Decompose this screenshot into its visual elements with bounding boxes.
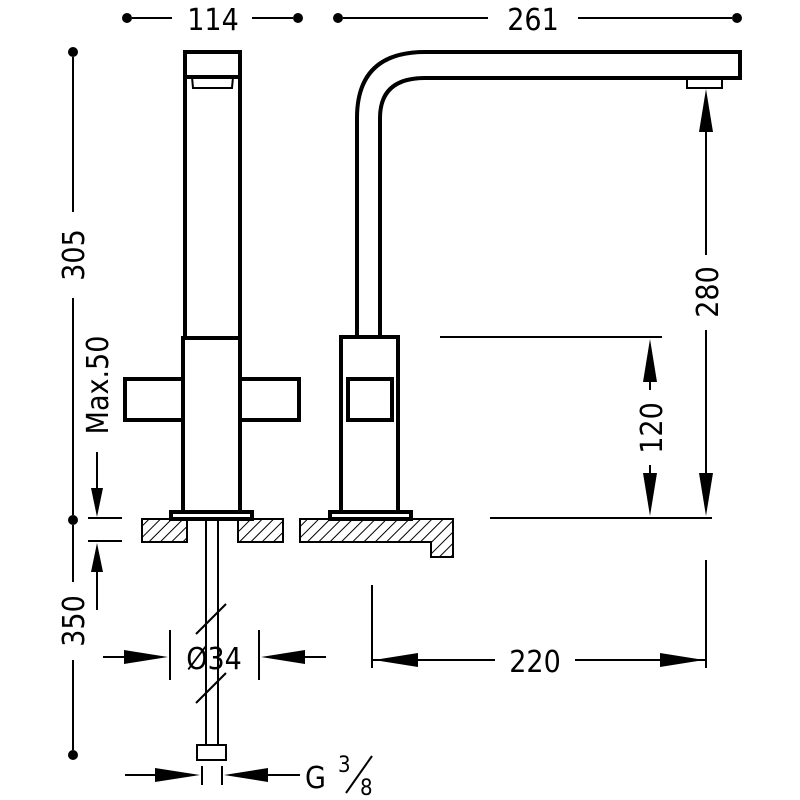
faucet-front-view (123, 50, 301, 761)
dimension-total-height: 305 (57, 47, 92, 525)
left-handle (123, 377, 185, 422)
dimension-wall-distance: 220 (371, 560, 707, 680)
dimension-label-280: 280 (691, 266, 726, 318)
dimension-label-305: 305 (57, 229, 92, 281)
front-column (183, 50, 242, 340)
side-body (339, 335, 400, 514)
counter-section-side (299, 518, 454, 558)
hose-connector (196, 744, 227, 761)
dimension-label-120: 120 (635, 402, 670, 454)
faucet-side-view (299, 50, 742, 558)
dimension-hole-diameter: Ø34 (103, 630, 326, 680)
dimension-label-max50: Max.50 (81, 336, 116, 435)
dimension-label-350: 350 (57, 595, 92, 647)
break-mark (195, 672, 227, 704)
side-handle (346, 377, 394, 422)
front-aerator (191, 76, 234, 89)
side-aerator (686, 78, 723, 89)
thread-denominator: 8 (360, 776, 373, 800)
dimension-label-diameter: Ø34 (186, 642, 242, 677)
front-base-plate (169, 510, 254, 521)
dimension-front-width: 114 (122, 3, 303, 38)
right-handle (238, 377, 301, 422)
dimension-label-261: 261 (507, 3, 559, 38)
dimension-connection-thread: G 3 8 (125, 753, 373, 800)
thread-numerator: 3 (338, 753, 351, 778)
dimension-label-220: 220 (509, 645, 561, 680)
dimension-label-114: 114 (187, 3, 239, 38)
spout (355, 50, 742, 335)
side-base-plate (328, 510, 413, 521)
break-mark (195, 603, 227, 635)
dimension-max-counter-thickness: Max.50 (81, 336, 122, 610)
front-body (181, 336, 242, 514)
dimension-under-counter: 350 (57, 525, 92, 760)
dimension-spout-reach: 261 (333, 3, 742, 38)
thread-label-g: G (305, 761, 326, 796)
dimension-spout-height: 280 (490, 89, 726, 519)
counter-section-right (237, 518, 284, 543)
dimension-handle-height: 120 (440, 336, 670, 516)
counter-section-left (141, 518, 188, 543)
